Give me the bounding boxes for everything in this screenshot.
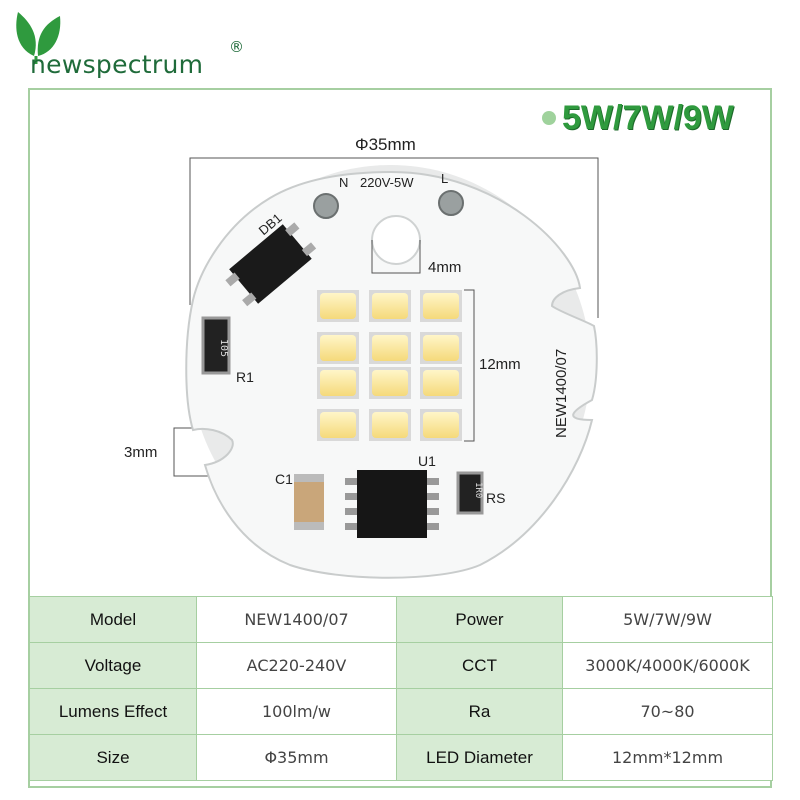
spec-value: 100lm/w (196, 688, 397, 735)
hole-label: 4mm (428, 259, 461, 276)
mounting-hole (371, 215, 421, 265)
silk-u1: U1 (418, 453, 436, 469)
silk-r1: R1 (236, 369, 254, 385)
led-dimension-line (464, 289, 475, 442)
spec-label: LED Diameter (396, 734, 563, 781)
spec-label: Model (29, 596, 197, 643)
brand-name: newspectrum (30, 50, 204, 79)
resistor-rs: 1R0 (456, 471, 484, 515)
silk-c1: C1 (275, 471, 293, 487)
notch-label: 3mm (124, 444, 157, 461)
pcb-illustration: Φ35mm 3mm 4mm N 220V-5W L DB1 105 R1 (124, 135, 599, 579)
diameter-dimension-line (189, 157, 599, 318)
spec-value: 5W/7W/9W (562, 596, 773, 643)
silk-rs: RS (486, 490, 505, 506)
spec-value: 12mm*12mm (562, 734, 773, 781)
spec-label: Lumens Effect (29, 688, 197, 735)
led-chip (420, 290, 462, 322)
product-frame (28, 88, 772, 788)
led-chip (317, 290, 359, 322)
led-array (317, 290, 462, 441)
table-row: Voltage AC220-240V CCT 3000K/4000K/6000K (29, 642, 773, 689)
r1-code: 105 (218, 339, 229, 357)
led-chip (420, 409, 462, 441)
spec-value: 3000K/4000K/6000K (562, 642, 773, 689)
led-chip (369, 290, 411, 322)
leaf-icon (37, 16, 61, 56)
silk-model: NEW1400/07 (553, 349, 570, 438)
spec-label: Ra (396, 688, 563, 735)
led-chip (317, 367, 359, 399)
solder-pad-n (313, 193, 339, 219)
spec-value: 70~80 (562, 688, 773, 735)
spec-label: Power (396, 596, 563, 643)
brand-logo (16, 12, 61, 64)
led-chip (369, 367, 411, 399)
silk-l: L (441, 171, 448, 186)
spec-value: AC220-240V (196, 642, 397, 689)
silk-n: N (339, 175, 348, 190)
badge-dot (542, 111, 556, 125)
led-chip (420, 367, 462, 399)
led-block-label: 12mm (479, 356, 521, 373)
rs-code: 1R0 (473, 482, 483, 498)
resistor-r1: 105 (201, 316, 231, 375)
led-chip (369, 409, 411, 441)
power-badge: 5W/7W/9W (542, 96, 734, 140)
led-chip (317, 409, 359, 441)
leaf-icon (16, 12, 36, 56)
spec-value: NEW1400/07 (196, 596, 397, 643)
silk-voltage: 220V-5W (360, 175, 414, 190)
spec-label: Voltage (29, 642, 197, 689)
badge-text: 5W/7W/9W (562, 98, 734, 137)
diameter-label: Φ35mm (355, 135, 416, 154)
table-row: Model NEW1400/07 Power 5W/7W/9W (29, 596, 773, 643)
led-chip (317, 332, 359, 364)
spec-value: Φ35mm (196, 734, 397, 781)
bridge-rectifier-db1 (225, 222, 317, 307)
driver-ic-u1 (345, 470, 439, 538)
spec-label: CCT (396, 642, 563, 689)
spec-table: Model NEW1400/07 Power 5W/7W/9W Voltage … (29, 596, 773, 781)
table-row: Size Φ35mm LED Diameter 12mm*12mm (29, 734, 773, 781)
solder-pad-l (438, 190, 464, 216)
led-chip (420, 332, 462, 364)
table-row: Lumens Effect 100lm/w Ra 70~80 (29, 688, 773, 735)
registered-mark: ® (229, 38, 244, 56)
led-chip (369, 332, 411, 364)
spec-label: Size (29, 734, 197, 781)
capacitor-c1 (294, 474, 324, 530)
hole-dimension-line (371, 240, 421, 274)
